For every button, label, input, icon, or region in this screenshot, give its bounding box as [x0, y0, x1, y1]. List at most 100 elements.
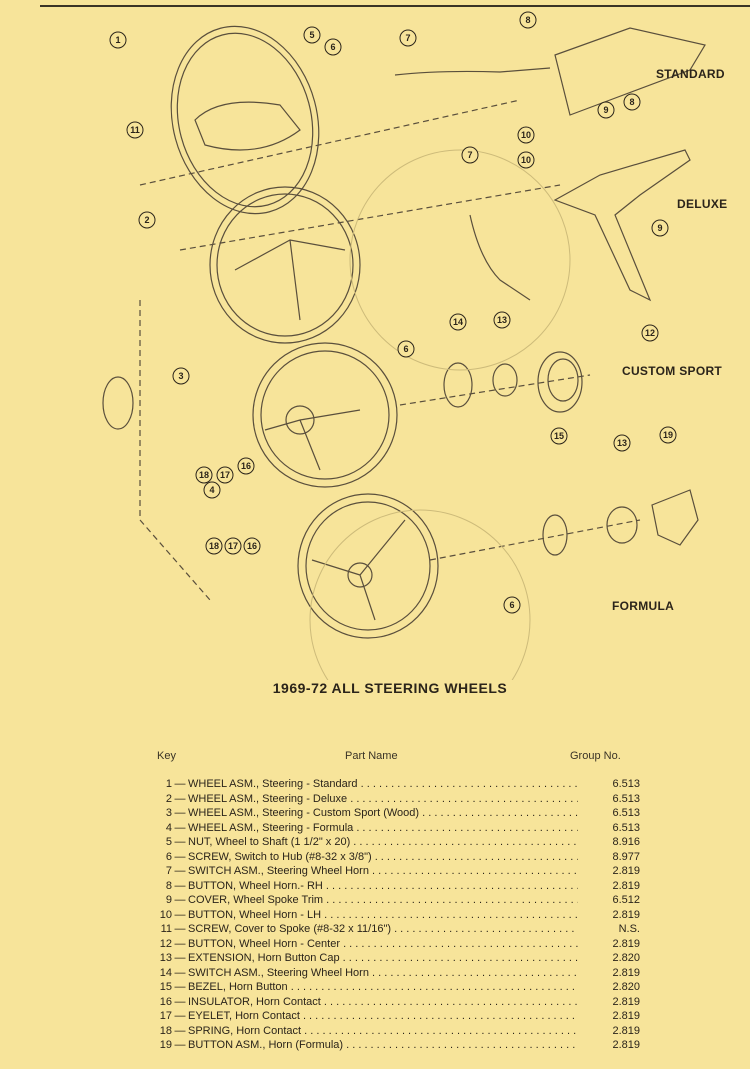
part-name: COVER, Wheel Spoke Trim — [188, 893, 578, 908]
table-row: 10—BUTTON, Wheel Horn - LH2.819 — [150, 907, 640, 922]
callout-circle — [138, 211, 156, 229]
hub-left — [102, 376, 134, 430]
separator-dash: — — [174, 778, 186, 790]
callout-number: 18 — [209, 541, 219, 551]
table-row: 11—SCREW, Cover to Spoke (#8-32 x 11/16"… — [150, 922, 640, 937]
label-formula: FORMULA — [612, 599, 675, 613]
part-key: 8 — [165, 879, 172, 892]
callout-circle — [517, 126, 535, 144]
separator-dash: — — [174, 821, 186, 834]
part-name-text: SWITCH ASM., Steering Wheel Horn — [188, 966, 369, 979]
callout-circle — [493, 311, 511, 329]
callout-number: 9 — [657, 223, 662, 233]
part-key: 14 — [159, 966, 172, 979]
part-name-text: WHEEL ASM., Steering - Deluxe — [188, 792, 348, 805]
callout-circle — [519, 11, 537, 29]
label-deluxe: DELUXE — [677, 197, 728, 211]
table-row: 15—BEZEL, Horn Button2.820 — [150, 980, 640, 995]
callout-number: 6 — [509, 600, 514, 610]
deluxe-cover — [553, 149, 691, 302]
part-name-text: COVER, Wheel Spoke Trim — [188, 894, 324, 906]
callout-circle — [550, 427, 568, 445]
part-name: INSULATOR, Horn Contact — [188, 995, 578, 1010]
part-key: 2 — [165, 792, 172, 805]
part-key: 15 — [159, 981, 172, 993]
part-name-text: SCREW, Switch to Hub (#8-32 x 3/8") — [188, 850, 372, 863]
part-name: WHEEL ASM., Steering - Custom Sport (Woo… — [188, 806, 578, 821]
part-key: 5 — [165, 836, 172, 848]
part-name-text: WHEEL ASM., Steering - Standard — [188, 778, 358, 790]
callout-circle — [613, 434, 631, 452]
wheel-custom-sport — [252, 342, 398, 488]
callout-number: 6 — [330, 42, 335, 52]
callout-number: 15 — [554, 431, 564, 441]
callout-circle — [623, 93, 641, 111]
separator-dash: — — [174, 894, 186, 906]
separator-dash: — — [174, 792, 186, 805]
callout-circle — [195, 466, 213, 484]
callout-number: 2 — [144, 215, 149, 225]
part-group-no: 2.820 — [578, 951, 640, 966]
callout-circle — [517, 151, 535, 169]
part-group-no: 2.819 — [578, 965, 640, 980]
part-group-no: 6.513 — [578, 791, 640, 806]
part-group-no: 6.512 — [578, 893, 640, 908]
part-name: SCREW, Switch to Hub (#8-32 x 3/8") — [188, 850, 578, 865]
callout-circle — [172, 367, 190, 385]
part-key: 16 — [159, 995, 172, 1008]
separator-dash: — — [174, 995, 186, 1008]
part-key: 13 — [159, 952, 172, 964]
callout-number: 18 — [199, 470, 209, 480]
part-group-no: N.S. — [578, 922, 640, 937]
part-name: BUTTON, Wheel Horn - Center — [188, 937, 578, 952]
callout-circle — [126, 121, 144, 139]
part-group-no: 2.819 — [578, 936, 640, 951]
part-name-text: SWITCH ASM., Steering Wheel Horn — [188, 865, 369, 877]
callout-circle — [461, 146, 479, 164]
callout-number: 7 — [467, 150, 472, 160]
callout-number: 7 — [405, 33, 410, 43]
part-name: EXTENSION, Horn Button Cap — [188, 951, 578, 966]
callout-circle — [449, 313, 467, 331]
callout-number: 13 — [497, 315, 507, 325]
part-name-text: BEZEL, Horn Button — [188, 981, 288, 993]
part-group-no: 8.977 — [578, 849, 640, 864]
callout-circle — [399, 29, 417, 47]
callout-number: 1 — [115, 35, 120, 45]
callout-circle — [659, 426, 677, 444]
header-part-name: Part Name — [345, 750, 398, 762]
callout-number: 17 — [220, 470, 230, 480]
label-custom-sport: CUSTOM SPORT — [622, 364, 723, 378]
callout-circle — [397, 340, 415, 358]
parts-list: 1—WHEEL ASM., Steering - Standard6.5132—… — [150, 777, 640, 1053]
callout-number: 16 — [241, 461, 251, 471]
part-name-text: WHEEL ASM., Steering - Custom Sport (Woo… — [188, 807, 420, 819]
table-row: 2—WHEEL ASM., Steering - Deluxe 6.513 — [150, 791, 640, 806]
separator-dash: — — [174, 923, 186, 935]
part-name: NUT, Wheel to Shaft (1 1/2" x 20) — [188, 835, 578, 850]
callout-circle — [503, 596, 521, 614]
callout-number: 8 — [629, 97, 634, 107]
part-key: 9 — [165, 894, 172, 906]
separator-dash: — — [174, 952, 186, 964]
separator-dash: — — [174, 1010, 186, 1022]
wheel-deluxe — [209, 186, 361, 344]
table-row: 12—BUTTON, Wheel Horn - Center2.819 — [150, 936, 640, 952]
separator-dash: — — [174, 850, 186, 863]
table-row: 13—EXTENSION, Horn Button Cap2.820 — [150, 951, 640, 966]
part-name: SCREW, Cover to Spoke (#8-32 x 11/16") — [188, 922, 578, 937]
table-row: 6—SCREW, Switch to Hub (#8-32 x 3/8")8.9… — [150, 849, 640, 865]
part-group-no: 2.819 — [578, 864, 640, 879]
callout-number: 11 — [130, 125, 140, 135]
part-name: SWITCH ASM., Steering Wheel Horn — [188, 864, 578, 879]
part-key: 7 — [165, 865, 172, 877]
table-row: 19—BUTTON ASM., Horn (Formula)2.819 — [150, 1038, 640, 1053]
callout-circle — [224, 537, 242, 555]
callout-circle — [597, 101, 615, 119]
callout-circle — [243, 537, 261, 555]
table-row: 3—WHEEL ASM., Steering - Custom Sport (W… — [150, 806, 640, 821]
part-name-text: WHEEL ASM., Steering - Formula — [188, 821, 354, 834]
part-name-text: INSULATOR, Horn Contact — [188, 995, 321, 1008]
